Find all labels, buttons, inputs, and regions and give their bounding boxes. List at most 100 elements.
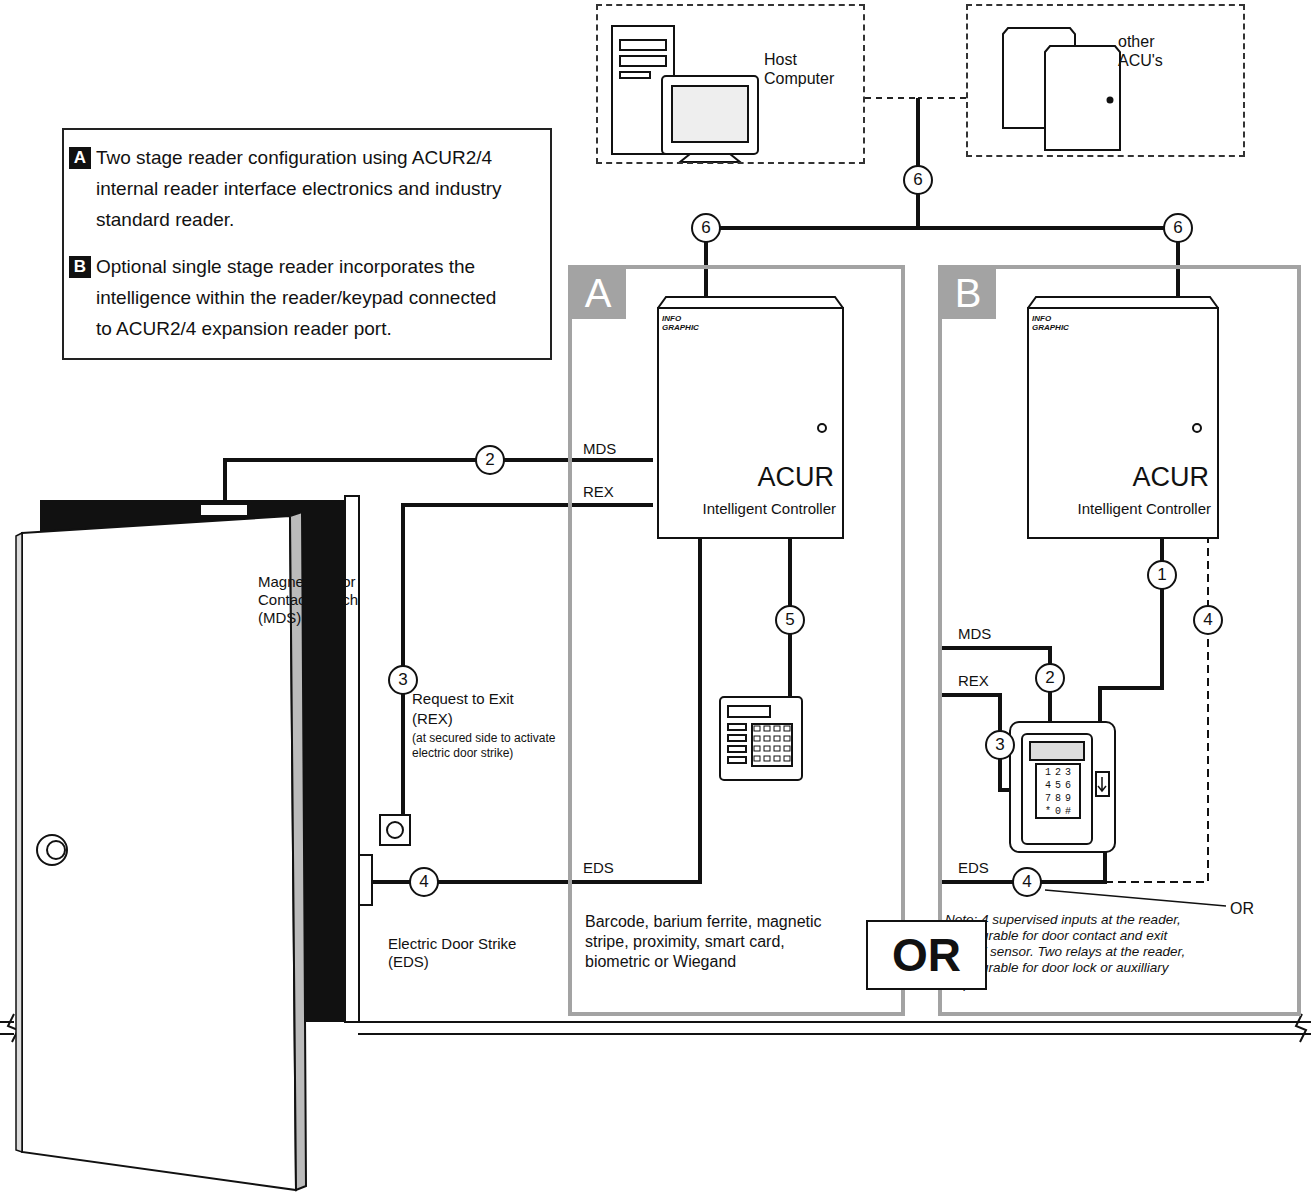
callout-number: 3	[398, 671, 407, 689]
node-text: Intelligent Controller	[1078, 500, 1211, 518]
callout-circle	[1164, 214, 1192, 242]
other-acu-illustration	[1045, 46, 1120, 150]
callout-number: 2	[1045, 669, 1054, 687]
other-acu-illustration	[1108, 98, 1113, 103]
signal-name: REX	[583, 483, 614, 501]
keypad-reader	[752, 724, 792, 766]
part-label: Magnetic Door Contact Switch (MDS)	[258, 573, 393, 627]
wires	[225, 460, 653, 504]
brand-logo: INFO GRAPHIC	[662, 314, 696, 332]
cabinet-cap	[1028, 297, 1218, 308]
node-text: other ACU's	[1118, 32, 1198, 70]
node-text: OR	[868, 922, 985, 988]
node-text: B	[69, 256, 91, 278]
or-box: OR	[866, 920, 987, 990]
callout-number: 4	[419, 873, 428, 891]
wires	[1100, 535, 1162, 722]
keypad-reader	[728, 746, 746, 752]
single-stage-reader	[1010, 722, 1115, 852]
keypad-keys: 789	[1041, 793, 1075, 804]
signal-name: EDS	[583, 859, 614, 877]
floor-lines	[0, 1033, 14, 1035]
controller-cabinet: ACUR Intelligent Controller	[657, 296, 844, 539]
floor-lines	[0, 1021, 14, 1023]
node-text: Intelligent Controller	[703, 500, 836, 518]
node-text: ACUR	[757, 462, 834, 492]
cabinet-body	[1028, 308, 1218, 538]
network-link-dashed	[918, 97, 966, 99]
keypad-reader	[728, 735, 746, 741]
single-stage-reader	[1098, 777, 1106, 791]
cabinet-body	[658, 308, 843, 538]
other-acu-group: other ACU's	[966, 4, 1245, 157]
part-label: Electric Door Strike (EDS)	[388, 935, 518, 971]
callout-number: 5	[785, 611, 794, 629]
electric-door-strike	[359, 855, 372, 905]
keypad-keys: *0#	[1041, 806, 1075, 817]
configuration-panel: ABarcode, barium ferrite, magnetic strip…	[568, 265, 905, 1016]
callout-number: 1	[1157, 566, 1166, 584]
network-link-dashed	[865, 97, 918, 99]
description-box: Two stage reader configuration using ACU…	[62, 128, 552, 360]
door-knob	[47, 841, 65, 859]
single-stage-reader	[1036, 764, 1080, 818]
callout-number: 2	[485, 451, 494, 469]
cabinet-cap	[658, 297, 843, 308]
host-computer-illustration	[620, 56, 666, 66]
callout-circle	[410, 868, 438, 896]
signal-name: MDS	[958, 625, 991, 643]
callout-circle	[1148, 561, 1176, 589]
callout-circle	[904, 166, 932, 194]
part-label: Request to Exit	[412, 690, 514, 708]
callout-number: 4	[1022, 873, 1031, 891]
host-computer-illustration	[680, 154, 740, 162]
wires	[1105, 535, 1208, 882]
wires	[940, 648, 1050, 722]
other-acu-illustration	[1003, 28, 1120, 150]
keypad-reader	[728, 724, 746, 730]
node-text: Optional single stage reader incorporate…	[96, 251, 510, 344]
single-stage-reader	[1096, 772, 1109, 796]
or-note: OR	[1230, 900, 1254, 918]
door-leaf	[22, 516, 296, 1190]
callout-circle	[389, 666, 417, 694]
callout-number: 6	[701, 219, 710, 237]
node-text: A	[69, 147, 91, 169]
wires	[372, 535, 700, 882]
network-link-dashed	[865, 97, 918, 99]
exit-button	[380, 815, 410, 845]
panel-letter: A	[570, 267, 626, 319]
callout-circle	[1194, 606, 1222, 634]
signal-name: MDS	[583, 440, 616, 458]
floor-lines	[358, 1033, 1311, 1035]
door-knob	[37, 835, 67, 865]
node-text: ACUR	[1132, 462, 1209, 492]
letter-badge: B	[69, 256, 91, 278]
node-text: Two stage reader configuration using ACU…	[96, 142, 510, 235]
exit-button	[387, 822, 403, 838]
host-computer-group: Host Computer	[596, 4, 865, 164]
callout-number: 4	[1203, 611, 1212, 629]
keypad-keys: 456	[1041, 780, 1075, 791]
wires	[403, 505, 653, 815]
callout-number: 6	[1173, 219, 1182, 237]
cabinet-lock	[1193, 424, 1201, 432]
keypad-reader	[728, 757, 746, 763]
door	[16, 496, 410, 1190]
part-note: (at secured side to activate electric do…	[412, 731, 562, 761]
floor-lines	[358, 1021, 1311, 1023]
callout-number: 3	[995, 736, 1004, 754]
callout-circle	[1013, 868, 1041, 896]
keypad-reader	[720, 697, 802, 780]
wires	[1045, 890, 1226, 906]
signal-name: EDS	[958, 859, 989, 877]
callout-circle	[776, 606, 804, 634]
callout-circle	[1036, 664, 1064, 692]
callout-circle	[692, 214, 720, 242]
callout-number: 6	[913, 171, 922, 189]
panel-letter: B	[940, 267, 996, 319]
cabinet-lock	[818, 424, 826, 432]
brand-logo: INFO GRAPHIC	[1032, 314, 1066, 332]
callout-circle	[476, 446, 504, 474]
door-contact-switch	[200, 504, 248, 516]
